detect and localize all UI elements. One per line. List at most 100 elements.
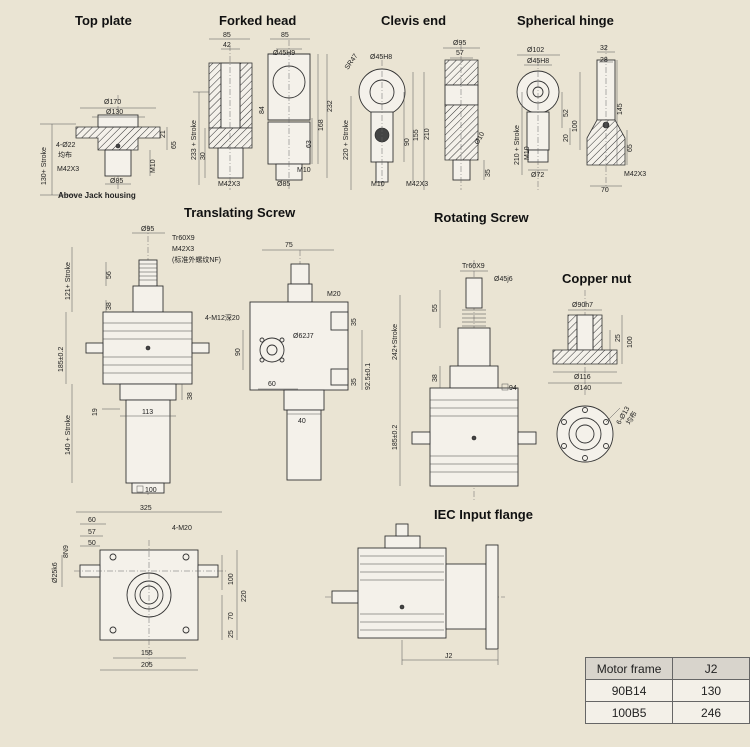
top-plate-d130: Ø130 [106, 109, 123, 116]
hinge-h100: 100 [572, 120, 579, 132]
translating-side-drawing: 75 M20 4-M12深20 Ø62J7 35 90 60 35 92.5±0… [205, 242, 372, 481]
hinge-thread: M42X3 [624, 171, 646, 178]
tss-w60: 60 [268, 381, 276, 388]
ts-sq100: 100 [145, 487, 157, 494]
bv-w325: 325 [140, 505, 152, 512]
hinge-m10: M10 [524, 146, 531, 160]
ts-stroke121: 121+ Stroke [65, 262, 72, 300]
cn-d90: Ø90h7 [572, 302, 593, 309]
title-iec-flange: IEC Input flange [434, 507, 533, 522]
top-plate-drawing: Ø170 Ø130 4-Ø22 均布 M42X3 Ø85 130+ Stroke… [40, 95, 178, 200]
bv-w205: 205 [141, 662, 153, 669]
forked-d45: Ø45H9 [273, 50, 295, 57]
hinge-w32: 32 [600, 45, 608, 52]
table-row: 90B14 130 [584, 679, 750, 702]
ts-tr: Tr60X9 [172, 235, 195, 242]
clevis-end-drawing: SR47 Ø45H8 220 + Stroke 90 155 210 M10 M… [343, 40, 492, 190]
top-plate-h21: 21 [160, 130, 167, 138]
spherical-hinge-drawing: Ø102 Ø45H8 52 20 100 210 + Stroke M10 Ø7… [514, 45, 646, 194]
iec-flange-drawing: J2 [325, 523, 505, 665]
hinge-d45: Ø45H8 [527, 58, 549, 65]
bv-w155: 155 [141, 650, 153, 657]
top-plate-holes: 4-Ø22 [56, 142, 76, 149]
cn-d140: Ø140 [574, 385, 591, 392]
bv-key: 8N9 [63, 545, 70, 558]
table-cell-frame: 90B14 [584, 679, 674, 702]
forked-m10: M10 [297, 167, 311, 174]
title-clevis-end: Clevis end [381, 13, 446, 28]
top-plate-m10: M10 [150, 159, 157, 173]
top-plate-stroke: 130+ Stroke [41, 147, 48, 185]
top-plate-h65: 65 [171, 141, 178, 149]
bv-w57: 57 [88, 529, 96, 536]
table-row: 100B5 246 [584, 701, 750, 724]
title-copper-nut: Copper nut [562, 271, 632, 286]
bottom-view-drawing: 325 60 57 50 8N9 Ø25k6 4-M20 100 220 70 … [52, 505, 248, 671]
ts-h38b: 38 [187, 392, 194, 400]
ts-h56: 56 [106, 271, 113, 279]
title-top-plate: Top plate [75, 13, 132, 28]
cn-h100: 100 [627, 336, 634, 348]
title-forked-head: Forked head [219, 13, 296, 28]
ts-w113: 113 [142, 409, 153, 416]
forked-d85: Ø85 [277, 181, 290, 188]
clevis-h90: 90 [404, 138, 411, 146]
translating-screw-drawing: Ø95 Tr60X9 M42X3 (标准外螺纹NF) 121+ Stroke 5… [58, 225, 221, 495]
table-cell-j2: 246 [672, 701, 750, 724]
hinge-d102: Ø102 [527, 47, 544, 54]
forked-w42: 42 [223, 42, 231, 49]
forked-h168: 168 [318, 119, 325, 131]
tss-w40: 40 [298, 418, 306, 425]
bv-h100: 100 [228, 573, 235, 585]
forked-w85: 85 [223, 32, 231, 39]
rs-h38: 38 [432, 374, 439, 382]
rs-h185: 185±0.2 [392, 425, 399, 450]
clevis-d95: Ø95 [453, 40, 466, 47]
top-plate-thread: M42X3 [57, 166, 79, 173]
ts-thread: M42X3 [172, 246, 194, 253]
clevis-m10: M10 [371, 181, 385, 188]
rs-sq94: 94 [509, 385, 517, 392]
rs-stroke: 242+Stroke [392, 324, 399, 360]
forked-h30: 30 [200, 152, 207, 160]
title-rotating-screw: Rotating Screw [434, 210, 530, 225]
rs-d45: Ø45j6 [494, 276, 513, 283]
forked-h84: 84 [259, 106, 266, 114]
iec-j2: J2 [445, 653, 453, 660]
table-header-row: Motor frame J2 [584, 657, 750, 680]
tss-h35a: 35 [351, 318, 358, 326]
hinge-h65: 65 [627, 144, 634, 152]
bv-w50: 50 [88, 540, 96, 547]
bv-w60: 60 [88, 517, 96, 524]
tss-d62: Ø62J7 [293, 333, 314, 340]
tss-h92: 92.5±0.1 [365, 363, 372, 390]
clevis-h210: 210 [424, 128, 431, 140]
bv-holes: 4-M20 [172, 525, 192, 532]
tss-holes: 4-M12深20 [205, 313, 240, 322]
cn-h25: 25 [615, 334, 622, 342]
forked-head-drawing: 85 42 233 + Stroke 30 M42X3 85 Ø45H9 84 … [191, 32, 334, 190]
clevis-sr: SR47 [344, 53, 360, 71]
hinge-w28: 28 [600, 57, 608, 64]
forked-thread: M42X3 [218, 181, 240, 188]
clevis-thread: M42X3 [406, 181, 428, 188]
ts-h185: 185±0.2 [58, 347, 65, 372]
clevis-d45: Ø45H8 [370, 54, 392, 61]
ts-d95: Ø95 [141, 226, 154, 233]
hinge-h52: 52 [563, 109, 570, 117]
forked-stroke: 233 + Stroke [191, 120, 198, 160]
cn-d116: Ø116 [574, 374, 591, 381]
rotating-screw-drawing: Tr60X9 Ø45j6 55 242+Stroke 38 94 185±0.2 [392, 260, 537, 500]
clevis-h155: 155 [413, 129, 420, 141]
table-header-motor-frame: Motor frame [584, 657, 674, 680]
clevis-h35: 35 [485, 169, 492, 177]
motor-frame-table: Motor frame J2 90B14 130 100B5 246 [584, 657, 750, 724]
clevis-stroke: 220 + Stroke [343, 120, 350, 160]
table-cell-j2: 130 [672, 679, 750, 702]
forked-w85b: 85 [281, 32, 289, 39]
tss-h90: 90 [235, 348, 242, 356]
ts-stroke140: 140 + Stroke [65, 415, 72, 455]
ts-h38: 38 [106, 302, 113, 310]
bv-h25: 25 [228, 630, 235, 638]
